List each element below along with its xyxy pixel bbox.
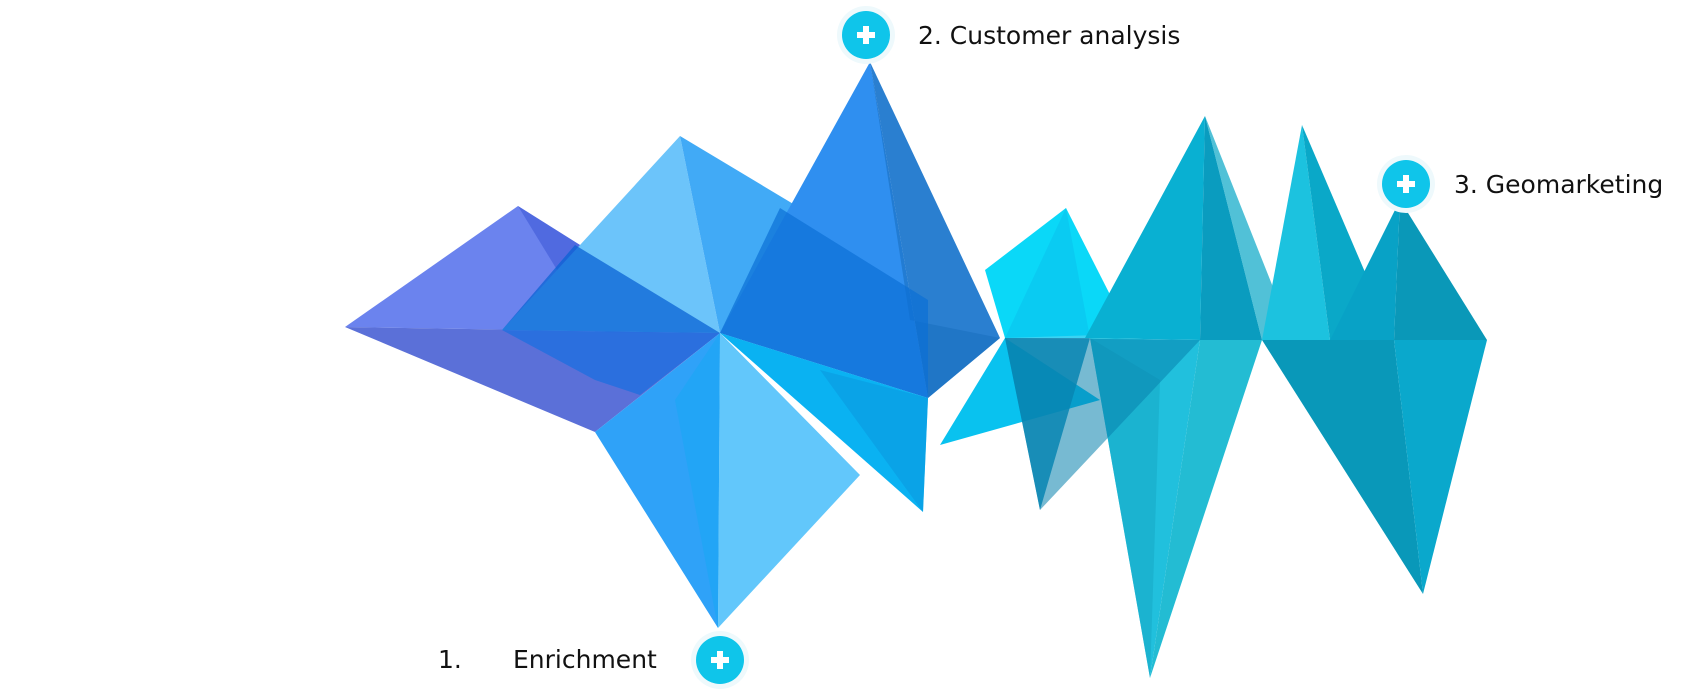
facet-lightblue-right (680, 136, 800, 333)
facet-peak-right (870, 62, 1000, 398)
facet-blue-lower (502, 330, 720, 395)
enrichment-label[interactable]: Enrichment (513, 645, 657, 674)
geomarketing-label[interactable]: 3. Geomarketing (1454, 170, 1663, 199)
facet-cyan-mid (1005, 208, 1090, 338)
enrichment-number: 1. (438, 645, 462, 674)
facet-geo-left (1330, 200, 1400, 340)
facet-diamond-right (718, 333, 860, 628)
facet-spike-left (1262, 125, 1330, 340)
facet-teal-right (1200, 116, 1262, 340)
facet-bottom-spike-right (1150, 340, 1262, 678)
plus-icon (857, 26, 875, 44)
facet-fold (720, 333, 928, 512)
facet-right-spike-right (1394, 340, 1487, 594)
facet-teal-slope (1205, 116, 1290, 340)
facet-right-spike-left (1262, 340, 1423, 594)
facet-geo-right (1394, 200, 1487, 340)
facet-blue-overlap (502, 245, 720, 333)
facet-teal-left (1085, 116, 1205, 340)
plus-icon (711, 651, 729, 669)
facet-peak-band (720, 208, 928, 398)
customer-analysis-hotspot[interactable] (837, 6, 895, 64)
customer-analysis-label[interactable]: 2. Customer analysis (918, 21, 1180, 50)
facet-fold-dark (820, 370, 928, 512)
geomarketing-hotspot[interactable] (1377, 155, 1435, 213)
plus-icon (1397, 175, 1415, 193)
facet-band-dark (1005, 338, 1200, 510)
left-facets (345, 62, 1000, 628)
facet-peak-shade (870, 62, 1000, 398)
facet-diamond-mid (675, 333, 720, 628)
right-facets (940, 116, 1487, 678)
enrichment-hotspot[interactable] (691, 631, 749, 689)
